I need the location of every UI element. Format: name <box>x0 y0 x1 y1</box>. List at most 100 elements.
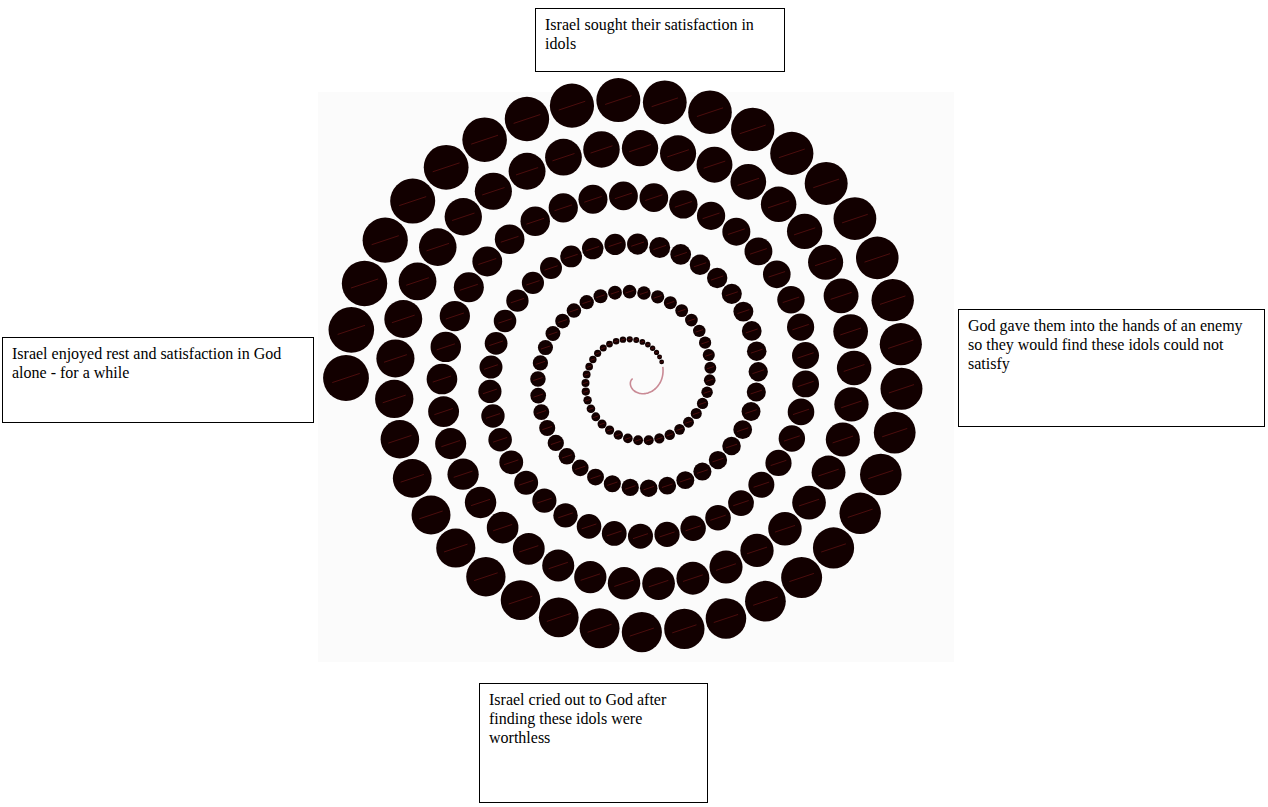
spiral-dot-circle <box>622 479 639 496</box>
spiral-dot <box>583 131 620 168</box>
spiral-dot <box>436 528 475 567</box>
spiral-dot <box>680 516 705 541</box>
spiral-dot-streak <box>841 401 862 408</box>
spiral-dot-circle <box>747 382 766 401</box>
spiral-dot-streak <box>707 367 714 369</box>
spiral-dot-streak <box>607 531 622 536</box>
spiral-dot <box>633 435 643 445</box>
spiral-dot-circle <box>513 533 545 565</box>
spiral-dot-circle <box>485 332 508 355</box>
spiral-dot-circle <box>435 428 466 459</box>
spiral-dot-circle <box>779 425 805 451</box>
spiral-dot-circle <box>670 244 691 265</box>
spiral-dot <box>623 285 637 299</box>
spiral-dot <box>812 456 846 490</box>
spiral-dot-streak <box>526 281 539 285</box>
spiral-dot-streak <box>625 290 633 293</box>
spiral-dot <box>747 341 767 361</box>
spiral-dot <box>574 561 606 593</box>
spiral-dot-streak <box>653 245 666 249</box>
spiral-dot-streak <box>662 484 673 488</box>
spiral-dot-circle <box>733 302 753 322</box>
spiral-dot <box>826 422 860 456</box>
spiral-dot-circle <box>567 303 581 317</box>
spiral-dot-streak <box>419 511 442 519</box>
spiral-dot-circle <box>539 598 579 638</box>
spiral-dot <box>787 314 814 341</box>
spiral-dot-circle <box>509 153 546 190</box>
spiral-dot-streak <box>471 499 490 505</box>
spiral-dot <box>787 214 822 249</box>
spiral-dot-circle <box>419 228 457 266</box>
spiral-dot <box>640 479 658 497</box>
spiral-dot-circle <box>363 218 408 263</box>
spiral-dot <box>670 244 691 265</box>
spiral-dot-streak <box>526 218 544 224</box>
spiral-dot <box>688 90 732 134</box>
spiral-dot <box>604 234 625 255</box>
spiral-dot <box>499 450 523 474</box>
spiral-dot-circle <box>445 198 482 235</box>
spiral-dot-circle <box>654 522 679 547</box>
spiral-dot-streak <box>558 513 573 518</box>
spiral-dot <box>475 173 512 210</box>
spiral-dot <box>824 278 859 313</box>
spiral-dot-circle <box>637 286 650 299</box>
spiral-dot-circle <box>644 435 654 445</box>
spiral-dot-circle <box>530 388 546 404</box>
spiral-dot-circle <box>605 426 614 435</box>
spiral-dot-streak <box>821 544 846 552</box>
spiral-dot-streak <box>596 295 604 298</box>
spiral-dot-streak <box>392 315 415 323</box>
spiral-dot-streak <box>813 179 839 188</box>
spiral-dot <box>837 351 871 385</box>
spiral-dot-streak <box>593 416 598 418</box>
spiral-dot-circle <box>740 534 773 567</box>
spiral-dot-streak <box>710 515 725 520</box>
spiral-dot <box>580 295 594 309</box>
spiral-dot-circle <box>375 380 413 418</box>
spiral-dot-circle <box>538 340 553 355</box>
spiral-dot-circle <box>436 528 475 567</box>
spiral-dot-circle <box>428 396 459 427</box>
spiral-dot-streak <box>541 346 550 349</box>
spiral-dot-circle <box>582 238 604 260</box>
spiral-dot-streak <box>651 348 654 349</box>
spiral-dot-streak <box>784 436 800 441</box>
spiral-dot <box>431 332 461 362</box>
spiral-dot <box>833 314 868 349</box>
spiral-dot-streak <box>384 355 407 363</box>
spiral-dot-circle <box>465 487 496 518</box>
spiral-dot-circle <box>805 162 848 205</box>
spiral-dot <box>704 362 716 374</box>
spiral-dot-streak <box>672 625 696 633</box>
spiral-dot-streak <box>630 628 654 636</box>
spiral-dot-circle <box>872 279 914 321</box>
spiral-dot-streak <box>584 196 601 202</box>
spiral-dot <box>658 477 676 495</box>
spiral-dot-circle <box>499 450 523 474</box>
spiral-dot <box>676 471 694 489</box>
spiral-dot-streak <box>646 344 649 345</box>
spiral-dot <box>555 314 570 329</box>
spiral-dot <box>609 181 638 210</box>
spiral-dot <box>657 355 662 360</box>
spiral-dot-streak <box>697 470 708 474</box>
spiral-dot <box>627 336 633 342</box>
spiral-dot-streak <box>583 391 588 393</box>
spiral-dot-streak <box>514 115 541 124</box>
spiral-dot-circle <box>703 349 715 361</box>
spiral-dot <box>384 300 422 338</box>
spiral-dot-circle <box>787 214 822 249</box>
spiral-dot-circle <box>323 355 369 401</box>
spiral-dot <box>620 336 626 342</box>
spiral-dot-circle <box>424 145 469 190</box>
spiral-dot-streak <box>555 205 573 211</box>
spiral-dot <box>530 388 546 404</box>
spiral-dot-streak <box>659 532 674 537</box>
box-text: God gave them into the hands of an enemy… <box>968 316 1255 374</box>
spiral-dot-circle <box>593 289 607 303</box>
spiral-dot <box>594 350 601 357</box>
spiral-dot <box>683 417 694 428</box>
spiral-core-line <box>630 367 663 394</box>
